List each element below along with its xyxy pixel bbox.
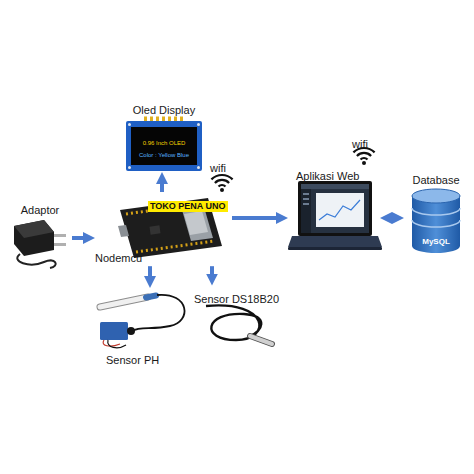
arrow-connector: [232, 216, 278, 220]
wifi-symbol: [211, 175, 232, 192]
text-holder: 0.96 Inch OLED: [131, 131, 197, 149]
database-node: DatabaseMySQL: [404, 170, 468, 256]
wifi-label: wifi: [352, 138, 368, 151]
ds18b20-illustration: [206, 305, 272, 344]
text-holder: Aplikasi Web: [296, 166, 376, 184]
component-label: Aplikasi Web: [296, 170, 359, 183]
database-cylinder: [412, 189, 460, 253]
text-holder: Nodemcu: [95, 248, 165, 266]
text-holder: Oled Display: [124, 100, 204, 118]
component-text: 0.96 Inch OLED: [143, 140, 186, 147]
component-label: Database: [412, 174, 459, 187]
arrow-connector: [210, 266, 214, 275]
wifi-label: wifi: [210, 162, 226, 175]
web-app-node: Aplikasi Web: [288, 164, 380, 258]
component-label: Nodemcu: [95, 252, 142, 265]
ds18b20-node: Sensor DS18B20: [192, 285, 281, 351]
adaptor-node: Adaptor: [8, 200, 72, 270]
arrow-connector: [390, 216, 394, 220]
text-holder: Sensor DS18B20: [194, 289, 278, 307]
component-label: Oled Display: [133, 104, 195, 117]
ph-sensor-illustration: [100, 295, 185, 348]
wifi-symbol: [353, 148, 374, 165]
text-holder: Database: [404, 170, 468, 188]
laptop-illustration: [288, 181, 382, 250]
label-holder: TOKO PENA UNO: [148, 195, 238, 213]
arrow-connector: [148, 266, 152, 278]
oled-display-node: Oled Display 0.96 Inch OLED Color : Yellow…: [124, 100, 204, 172]
text-holder: Adaptor: [8, 200, 72, 218]
arrow-connector: [160, 182, 164, 192]
adaptor-illustration: [14, 220, 66, 268]
ph-sensor-node: Sensor PH: [92, 288, 192, 368]
text-holder: Sensor PH: [106, 350, 186, 368]
text-holder: MySQL: [411, 230, 461, 248]
label-holder: wifi: [210, 158, 240, 176]
component-text: MySQL: [422, 237, 450, 247]
watermark: TOKO PENA UNO: [148, 201, 228, 212]
component-text: Color : Yellow Blue: [139, 152, 189, 159]
component-label: Sensor DS18B20: [194, 293, 279, 306]
arrow-connector: [72, 236, 85, 240]
component-label: Adaptor: [21, 204, 60, 217]
oled-module: [126, 119, 202, 171]
label-holder: wifi: [352, 134, 382, 152]
component-label: Sensor PH: [106, 354, 159, 367]
